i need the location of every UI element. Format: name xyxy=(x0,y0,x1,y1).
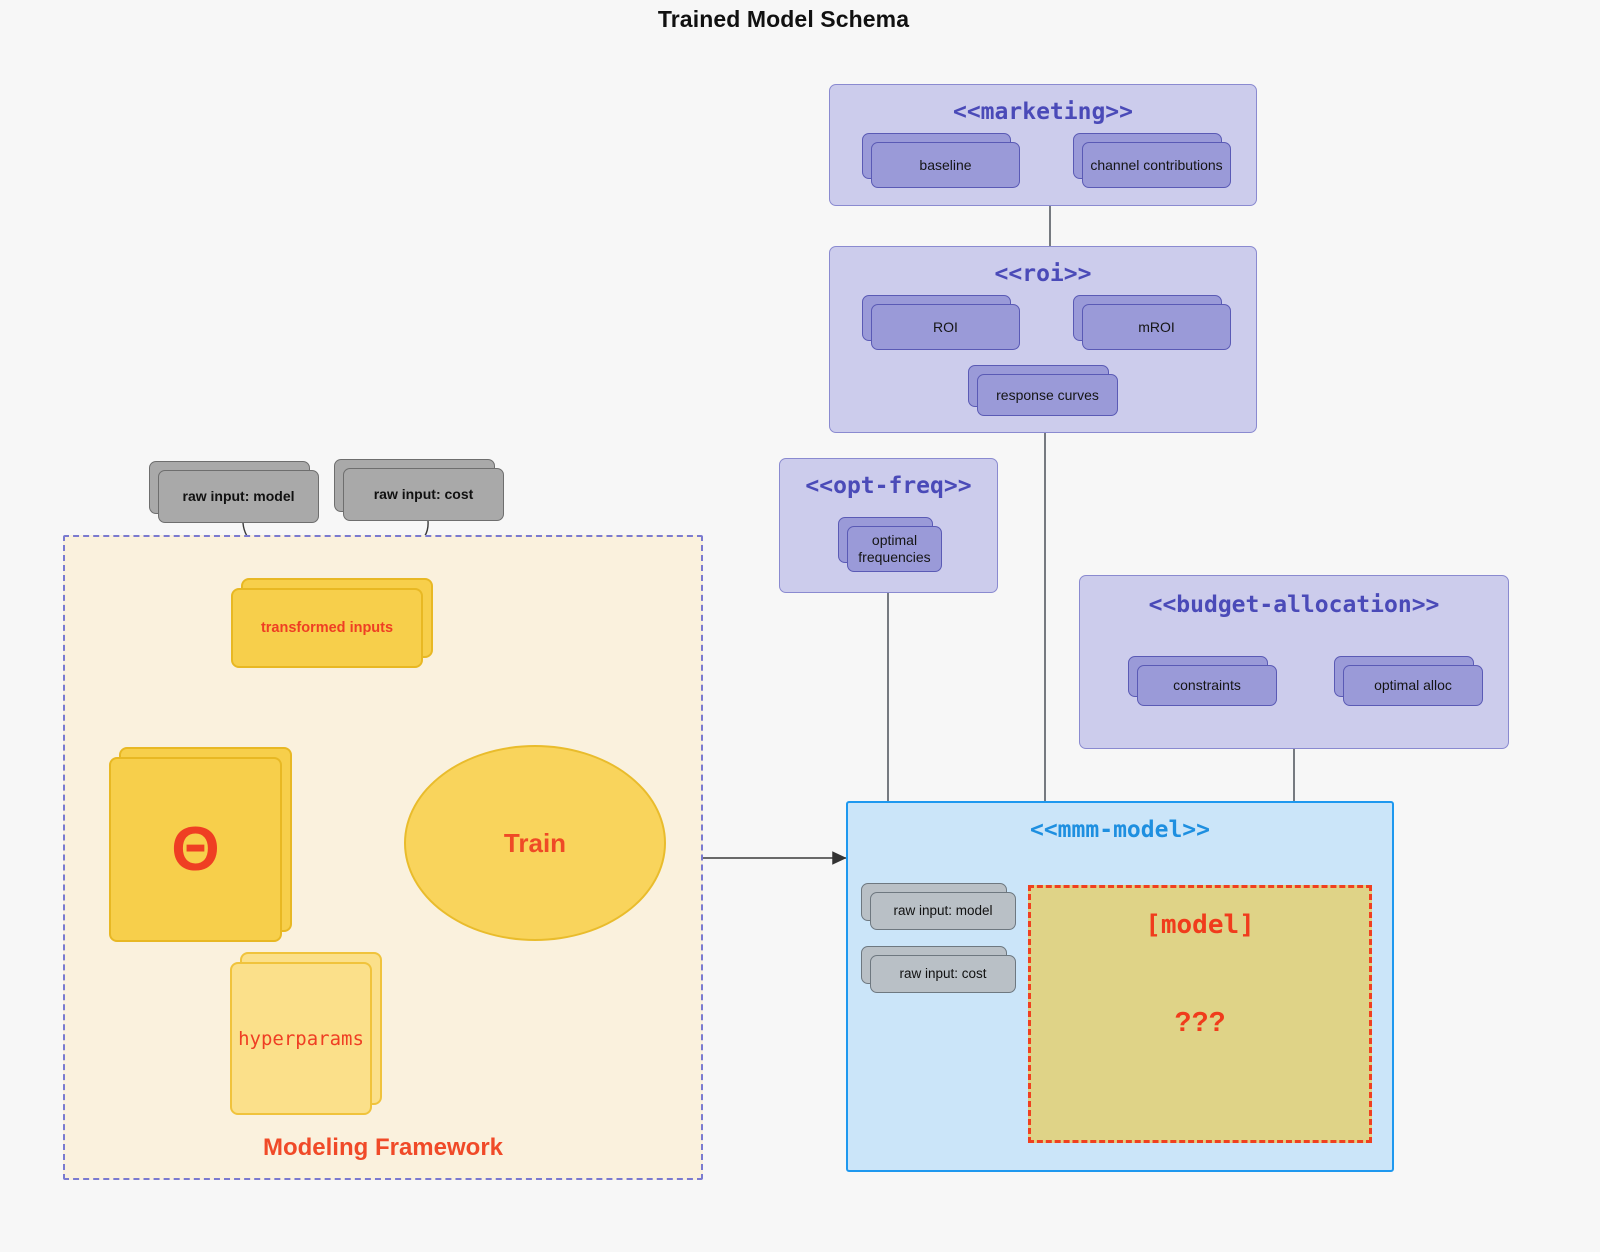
node-raw-input-model-label: raw input: model xyxy=(158,470,319,523)
node-train-label: Train xyxy=(503,827,567,858)
node-optimal-alloc-label: optimal alloc xyxy=(1343,665,1483,706)
node-roi-label: ROI xyxy=(871,304,1020,350)
package-opt-freq-title: <<opt-freq>> xyxy=(805,473,972,499)
package-mmm-model-title: <<mmm-model>> xyxy=(1029,817,1210,843)
node-constraints[interactable]: constraints xyxy=(1128,656,1277,706)
node-baseline[interactable]: baseline xyxy=(862,133,1020,188)
node-baseline-label: baseline xyxy=(871,142,1020,188)
node-theta-label: Θ xyxy=(171,814,220,884)
node-hyperparams[interactable]: hyperparams xyxy=(230,952,382,1115)
node-raw-input-cost-label: raw input: cost xyxy=(343,468,504,521)
node-roi[interactable]: ROI xyxy=(862,295,1020,350)
node-theta[interactable]: Θ xyxy=(109,747,292,942)
node-mmm-raw-input-cost-label: raw input: cost xyxy=(870,955,1016,993)
node-optimal-alloc[interactable]: optimal alloc xyxy=(1334,656,1483,706)
node-mmm-raw-input-cost[interactable]: raw input: cost xyxy=(861,946,1016,993)
node-channel-contributions-label: channel contributions xyxy=(1082,142,1231,188)
node-optimal-frequencies[interactable]: optimal frequencies xyxy=(838,517,942,572)
node-mmm-raw-input-model[interactable]: raw input: model xyxy=(861,883,1016,930)
node-raw-input-model[interactable]: raw input: model xyxy=(149,461,319,523)
node-response-curves[interactable]: response curves xyxy=(968,365,1118,416)
package-roi-title: <<roi>> xyxy=(994,261,1092,287)
modeling-framework-label: Modeling Framework xyxy=(262,1134,504,1161)
node-theta-front: Θ xyxy=(109,757,282,942)
node-transformed-inputs[interactable]: transformed inputs xyxy=(231,578,433,668)
package-mmm-model[interactable]: <<mmm-model>> raw input: model raw input… xyxy=(846,801,1394,1172)
node-response-curves-label: response curves xyxy=(977,374,1118,416)
package-marketing-title: <<marketing>> xyxy=(952,99,1133,125)
node-constraints-label: constraints xyxy=(1137,665,1277,706)
node-raw-input-cost[interactable]: raw input: cost xyxy=(334,459,504,521)
package-roi[interactable]: <<roi>> ROI mROI response curves xyxy=(829,246,1257,433)
package-budget-allocation[interactable]: <<budget-allocation>> constraints optima… xyxy=(1079,575,1509,749)
model-placeholder-box[interactable]: [model] ??? xyxy=(1028,885,1372,1143)
page-title: Trained Model Schema xyxy=(657,6,910,32)
node-mroi[interactable]: mROI xyxy=(1073,295,1231,350)
node-transformed-inputs-label: transformed inputs xyxy=(260,620,394,636)
package-budget-allocation-title: <<budget-allocation>> xyxy=(1148,592,1440,618)
node-mmm-raw-input-model-label: raw input: model xyxy=(870,892,1016,930)
package-opt-freq[interactable]: <<opt-freq>> optimal frequencies xyxy=(779,458,998,593)
node-hyperparams-label: hyperparams xyxy=(238,1027,364,1050)
node-train[interactable]: Train xyxy=(404,745,666,941)
model-placeholder-label: [model] xyxy=(1145,910,1255,940)
node-hyperparams-front: hyperparams xyxy=(230,962,372,1115)
node-optimal-frequencies-label: optimal frequencies xyxy=(847,526,942,572)
node-mroi-label: mROI xyxy=(1082,304,1231,350)
node-channel-contributions[interactable]: channel contributions xyxy=(1073,133,1231,188)
model-unknown-label: ??? xyxy=(1174,1006,1226,1037)
node-transformed-inputs-front: transformed inputs xyxy=(231,588,423,668)
package-marketing[interactable]: <<marketing>> baseline channel contribut… xyxy=(829,84,1257,206)
